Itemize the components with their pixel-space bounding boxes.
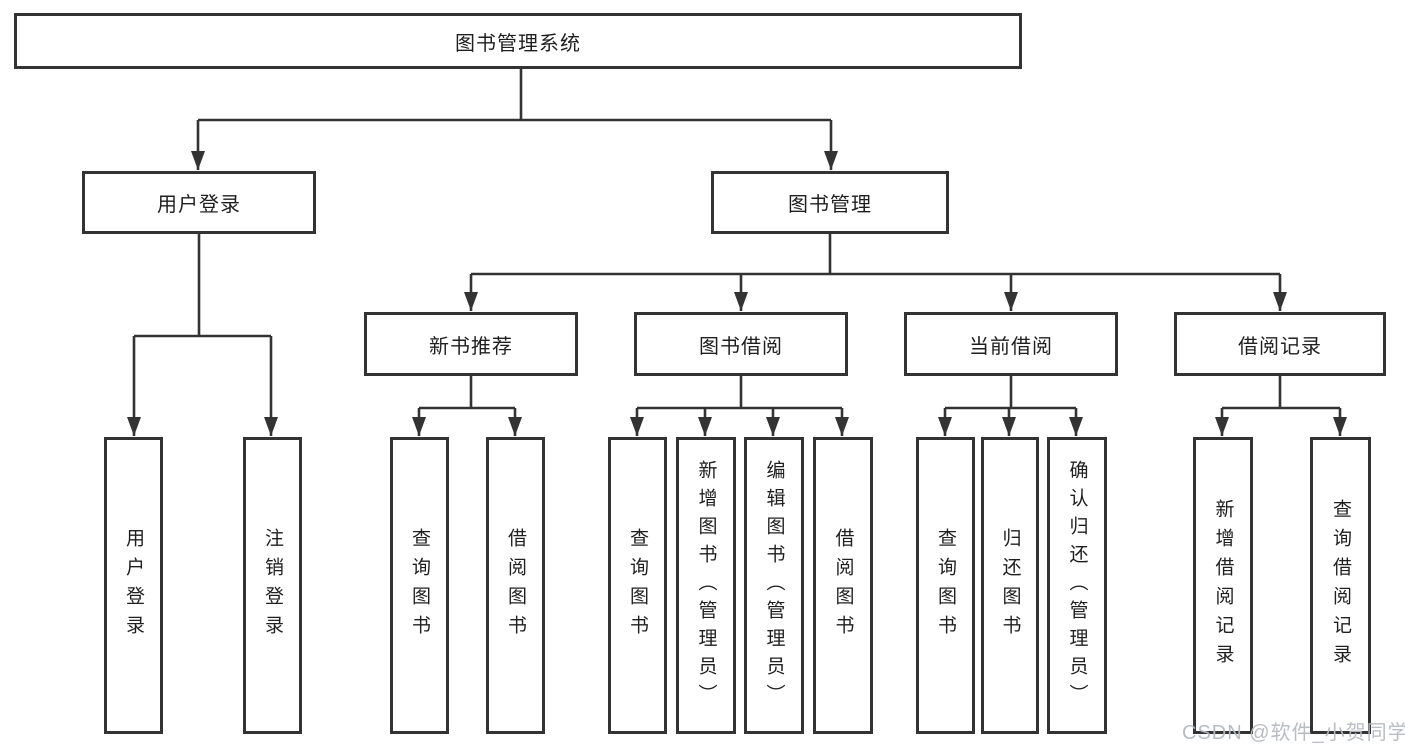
leaf-query-borrow-record: 查询借阅记录 <box>1310 437 1371 734</box>
leaf-return-books: 归还图书 <box>981 437 1039 734</box>
leaf-query-books-3: 查询图书 <box>916 437 975 734</box>
leaf-user-login-label: 用户登录 <box>123 527 144 644</box>
leaf-confirm-return-admin: 确认归还（管理员） <box>1047 437 1107 734</box>
leaf-edit-book-admin: 编辑图书（管理员） <box>744 437 804 734</box>
leaf-add-borrow-record-label: 新增借阅记录 <box>1212 498 1234 673</box>
node-borrow-records-label: 借阅记录 <box>1238 335 1322 358</box>
node-user-login-label: 用户登录 <box>157 194 241 216</box>
node-book-borrow-label: 图书借阅 <box>699 335 783 358</box>
leaf-borrow-books-1: 借阅图书 <box>486 437 545 734</box>
leaf-add-book-admin-label: 新增图书（管理员） <box>695 459 717 712</box>
leaf-query-borrow-record-label: 查询借阅记录 <box>1330 498 1351 673</box>
edge-new-book-recommend-split <box>419 376 515 410</box>
node-book-management-label: 图书管理 <box>788 194 872 216</box>
node-current-borrow-label: 当前借阅 <box>969 335 1053 358</box>
node-root-label: 图书管理系统 <box>455 32 581 55</box>
leaf-query-books-1: 查询图书 <box>390 437 449 734</box>
edge-book-borrow-split <box>637 376 842 410</box>
leaf-borrow-books-2: 借阅图书 <box>813 437 873 734</box>
node-user-login: 用户登录 <box>82 171 316 234</box>
node-book-management: 图书管理 <box>711 171 949 234</box>
leaf-query-books-2: 查询图书 <box>608 437 667 734</box>
leaf-return-books-label: 归还图书 <box>999 527 1021 644</box>
node-root: 图书管理系统 <box>14 13 1022 69</box>
edge-root-split <box>198 68 831 122</box>
edge-user-login-split <box>134 233 271 338</box>
leaf-logout: 注销登录 <box>243 437 302 734</box>
leaf-add-borrow-record: 新增借阅记录 <box>1193 437 1253 734</box>
leaf-borrow-books-1-label: 借阅图书 <box>505 527 526 644</box>
leaf-query-books-2-label: 查询图书 <box>627 527 648 644</box>
edge-book-management-split <box>471 233 1280 276</box>
leaf-logout-label: 注销登录 <box>262 527 283 644</box>
leaf-query-books-3-label: 查询图书 <box>935 527 956 644</box>
edge-current-borrow-split <box>945 376 1076 410</box>
leaf-edit-book-admin-label: 编辑图书（管理员） <box>763 459 785 712</box>
node-current-borrow: 当前借阅 <box>904 312 1118 376</box>
node-borrow-records: 借阅记录 <box>1174 312 1386 376</box>
node-book-borrow: 图书借阅 <box>634 312 848 376</box>
leaf-confirm-return-admin-label: 确认归还（管理员） <box>1066 459 1088 712</box>
leaf-query-books-1-label: 查询图书 <box>409 527 430 644</box>
leaf-borrow-books-2-label: 借阅图书 <box>832 527 854 644</box>
node-new-book-recommend: 新书推荐 <box>364 312 578 376</box>
leaf-add-book-admin: 新增图书（管理员） <box>676 437 736 734</box>
leaf-user-login: 用户登录 <box>104 437 163 734</box>
csdn-watermark: CSDN @软件_小贺同学 <box>1182 722 1405 744</box>
edge-borrow-records-split <box>1222 376 1340 410</box>
node-new-book-recommend-label: 新书推荐 <box>429 335 513 358</box>
